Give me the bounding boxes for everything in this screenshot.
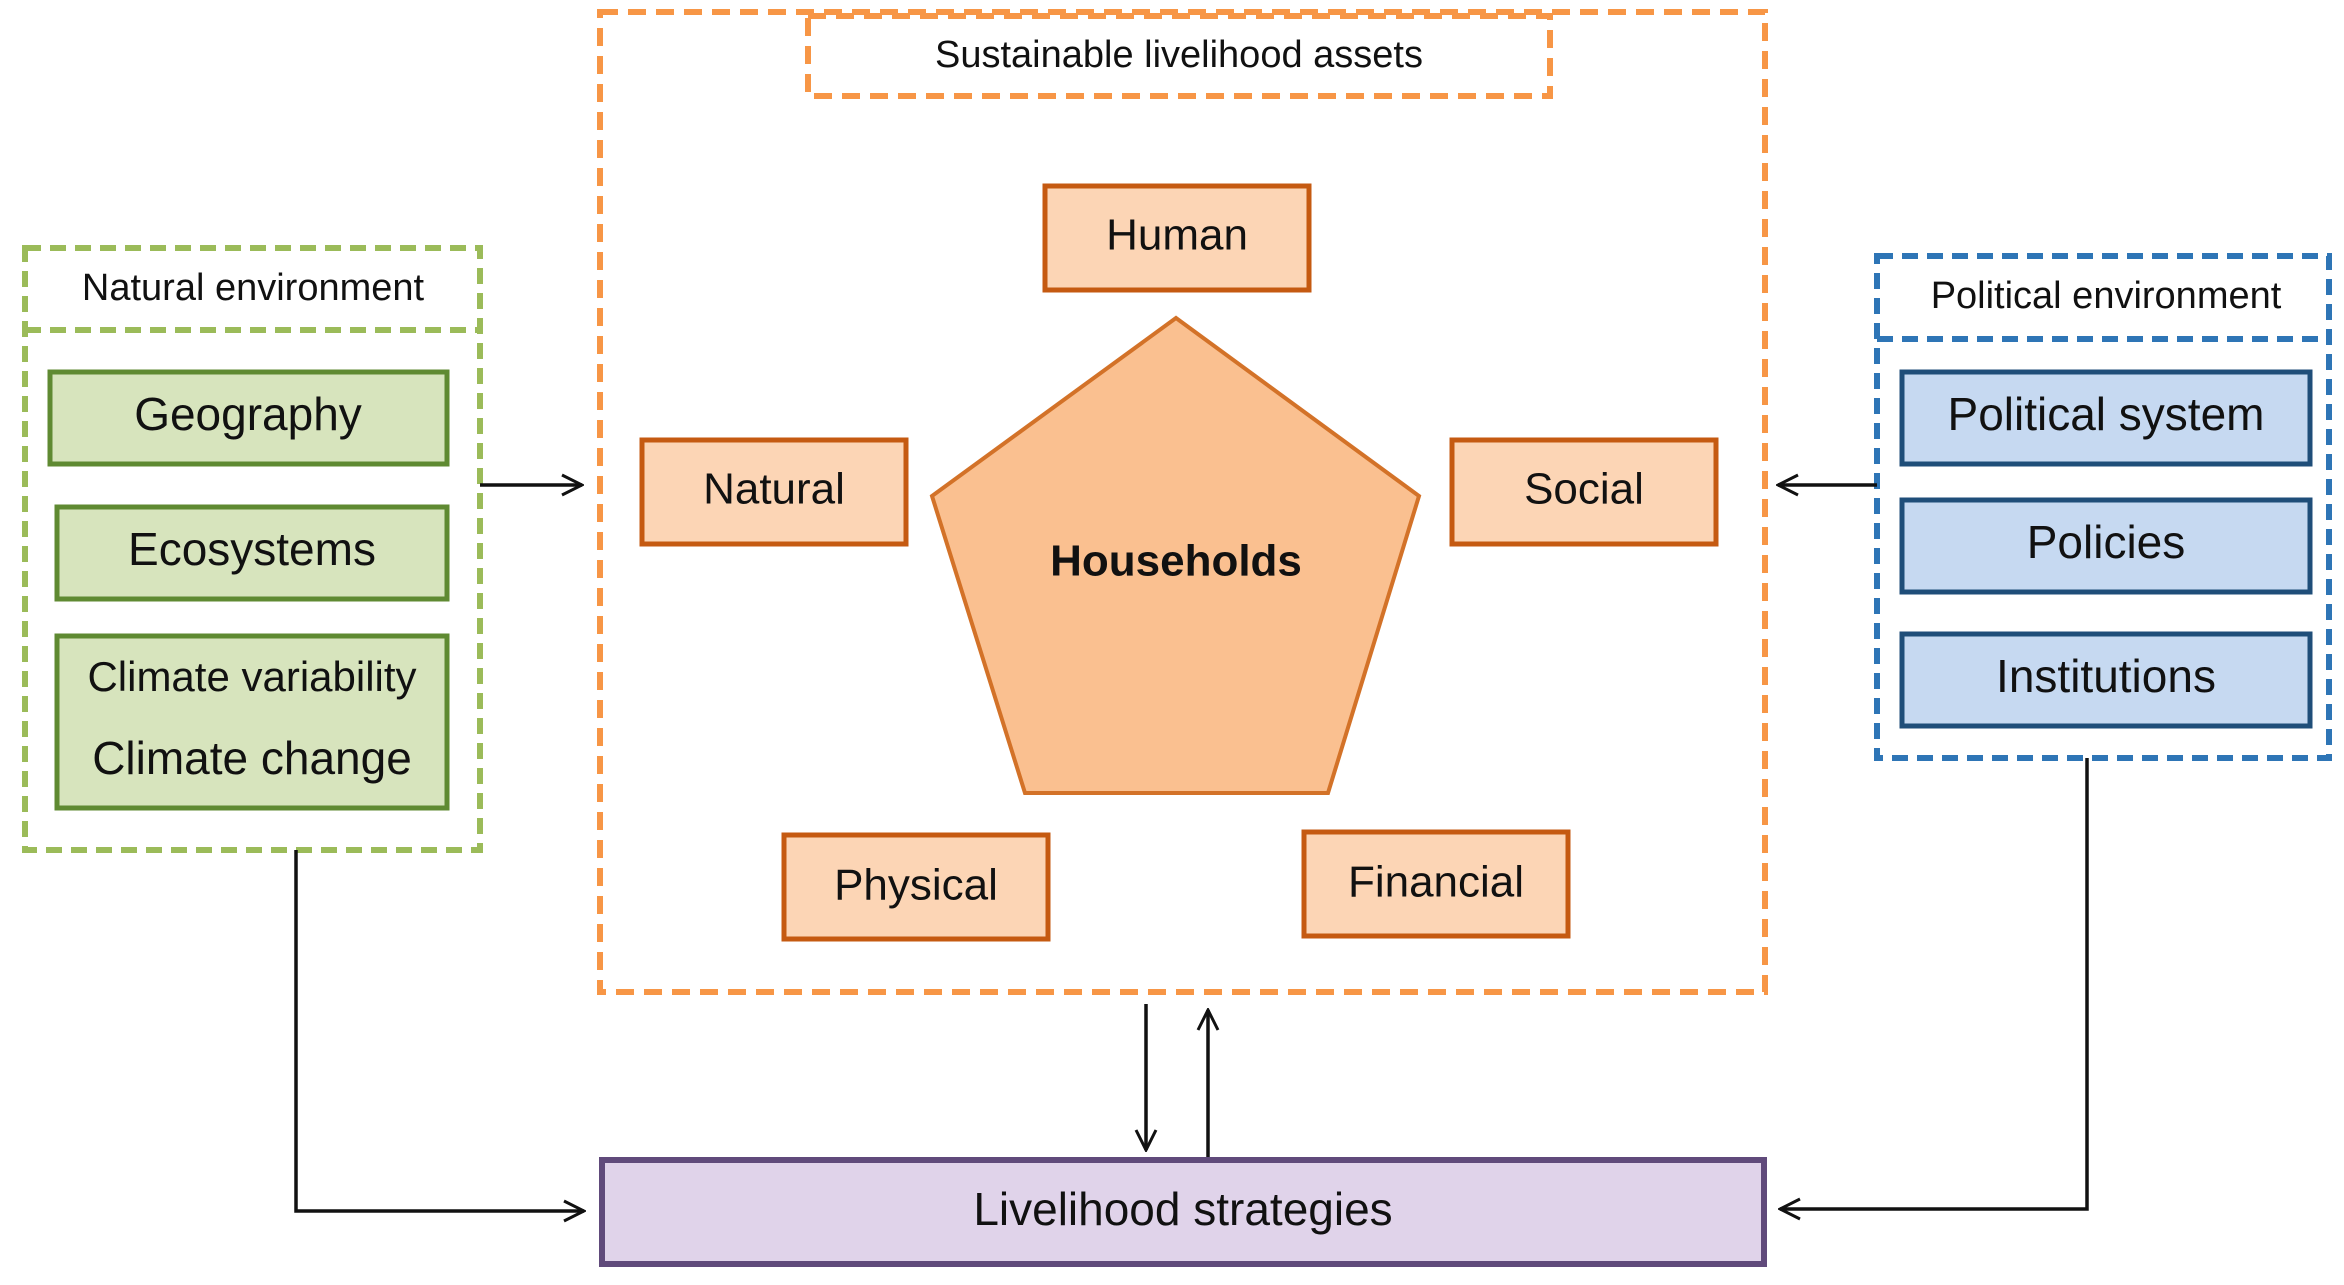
- asset-natural-label: Natural: [703, 465, 845, 514]
- asset-human: Human: [1042, 183, 1312, 293]
- asset-financial-label: Financial: [1348, 858, 1524, 907]
- climate-variability-label: Climate variability: [87, 653, 416, 700]
- asset-physical: Physical: [781, 832, 1051, 942]
- connectors: [294, 485, 2089, 1211]
- political-item-label: Institutions: [1996, 650, 2216, 702]
- climate-change-label: Climate change: [92, 732, 412, 784]
- natural-item-label: Ecosystems: [128, 523, 376, 575]
- asset-social-label: Social: [1524, 465, 1644, 514]
- political-item-label: Political system: [1948, 388, 2265, 440]
- natural-environment-panel: Natural environment Geography Ecosystems…: [22, 245, 483, 853]
- natural-environment-title: Natural environment: [82, 267, 425, 309]
- assets-title-box: [805, 13, 1553, 99]
- asset-physical-label: Physical: [834, 861, 998, 910]
- natural-item-geography: Geography: [47, 369, 450, 467]
- asset-human-label: Human: [1106, 211, 1248, 260]
- natural-item-ecosystems: Ecosystems: [54, 504, 450, 602]
- asset-social: Social: [1449, 437, 1719, 547]
- assets-title: Sustainable livelihood assets: [935, 34, 1423, 76]
- assets-frame: Sustainable livelihood assets Households…: [597, 9, 1768, 995]
- livelihood-strategies-box: Livelihood strategies: [599, 1157, 1767, 1267]
- political-environment-title: Political environment: [1931, 275, 2282, 317]
- political-item-institutions: Institutions: [1899, 631, 2313, 729]
- arrow-natural-to-strategies: [294, 850, 584, 1211]
- political-environment-panel: Political environment Political system P…: [1874, 253, 2332, 761]
- political-item-label: Policies: [2027, 516, 2186, 568]
- political-environment-border: [1874, 253, 2332, 761]
- natural-item-climate: Climate variability Climate change: [54, 633, 450, 811]
- assets-outer-border: [597, 9, 1768, 995]
- asset-financial: Financial: [1301, 829, 1571, 939]
- political-item-policies: Policies: [1899, 497, 2313, 595]
- livelihood-strategies-label: Livelihood strategies: [973, 1183, 1392, 1235]
- natural-environment-border: [22, 245, 483, 853]
- arrow-political-to-strategies: [1780, 758, 2089, 1209]
- asset-natural: Natural: [639, 437, 909, 547]
- households-label: Households: [1050, 537, 1302, 586]
- households-pentagon: [929, 315, 1422, 795]
- political-item-political-system: Political system: [1899, 369, 2313, 467]
- natural-item-label: Geography: [134, 388, 362, 440]
